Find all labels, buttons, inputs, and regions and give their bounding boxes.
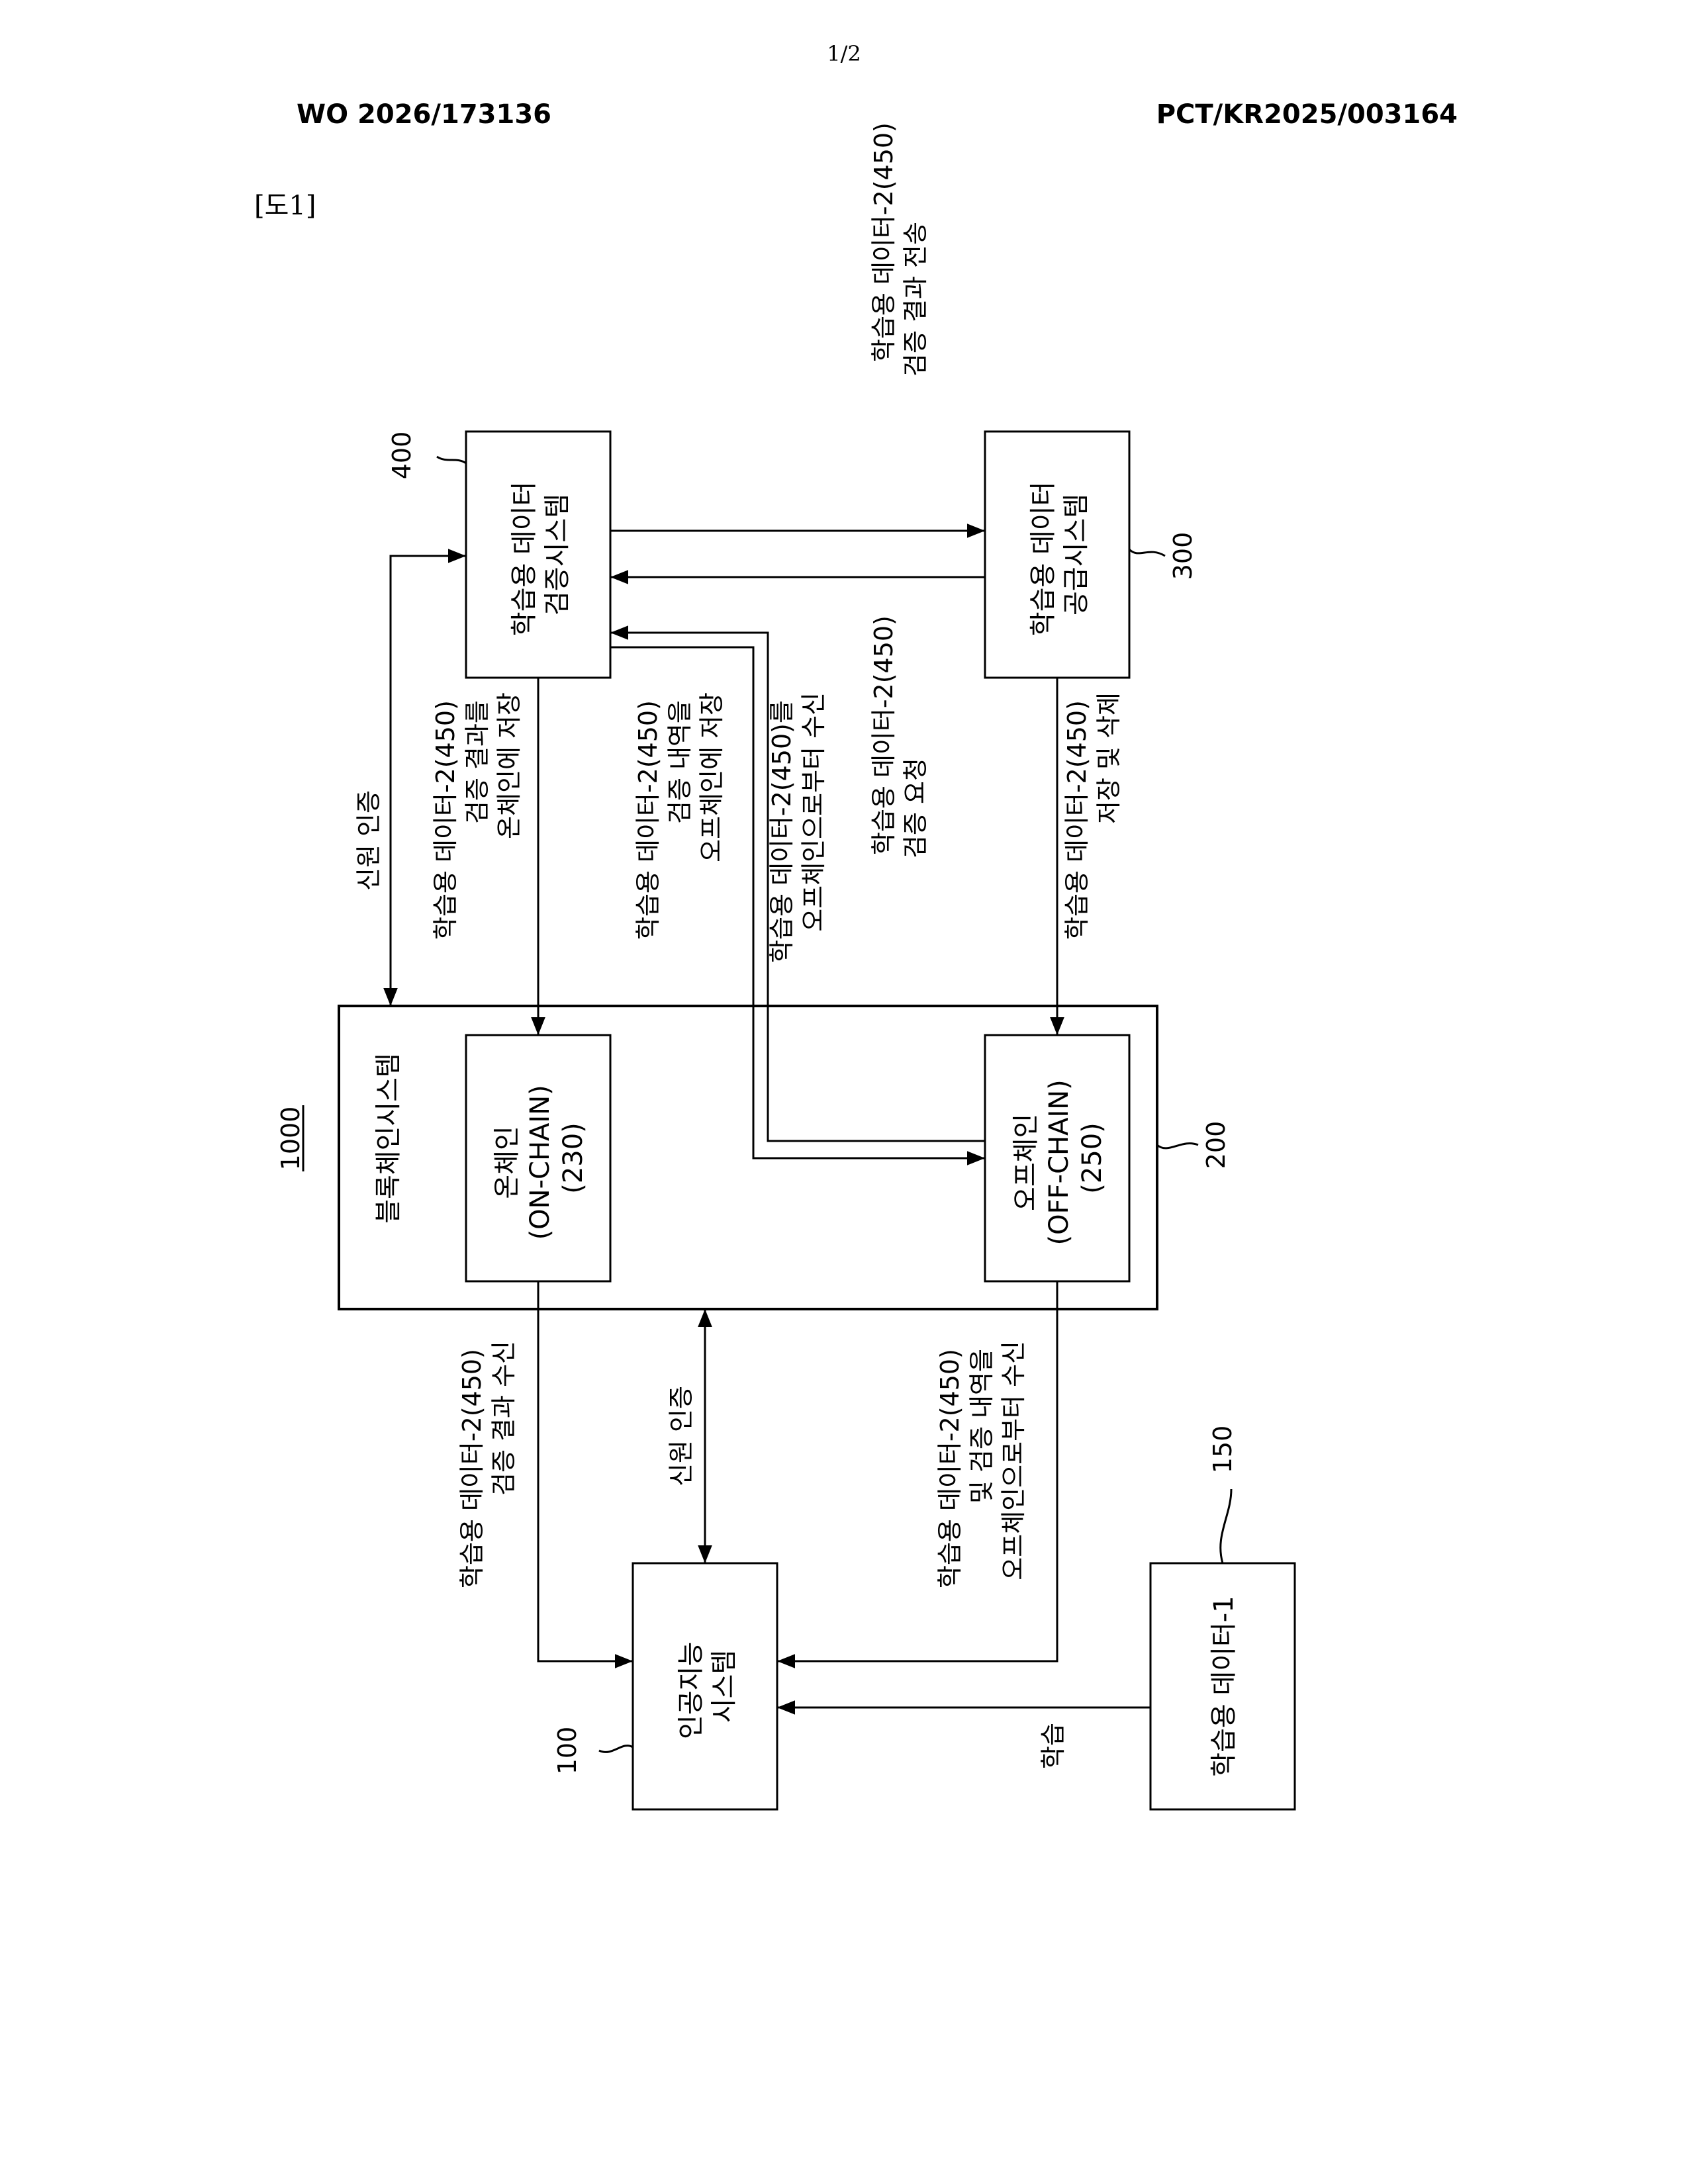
ref-100: 100	[553, 1727, 582, 1775]
label-receive-from-offchain: 학습용 데이터-2(450)를 오프체인으로부터 수신	[767, 692, 828, 963]
ref-1000: 1000	[276, 1107, 305, 1171]
supply-system-label: 학습용 데이터 공급시스템	[1028, 473, 1092, 636]
leader-150	[1221, 1489, 1231, 1563]
verification-system-label: 학습용 데이터 검증시스템	[509, 473, 573, 636]
ai-system-label: 인공지능 시스템	[676, 1633, 739, 1739]
blockchain-system-label: 블록체인시스템	[373, 1053, 404, 1224]
label-store-offchain: 학습용 데이터-2(450) 검증 내역을 오프체인에 저장	[633, 692, 726, 940]
ref-300: 300	[1168, 532, 1197, 580]
learning-data-1-label: 학습용 데이터-1	[1209, 1596, 1239, 1776]
label-send-result: 학습용 데이터-2(450) 검증 결과 전송	[869, 114, 930, 377]
arrow-receive-result	[538, 1281, 633, 1661]
label-identity-bottom: 신원 인증	[667, 1386, 696, 1486]
ref-150: 150	[1208, 1426, 1237, 1474]
label-verify-request: 학습용 데이터-2(450) 검증 요청	[869, 608, 930, 858]
label-learning: 학습	[1039, 1723, 1068, 1769]
leader-300	[1129, 549, 1165, 556]
label-receive-result: 학습용 데이터-2(450) 검증 결과 수신	[457, 1341, 518, 1588]
label-identity-top: 신원 인증	[354, 790, 383, 891]
ref-400: 400	[387, 432, 416, 480]
label-receive-history: 학습용 데이터-2(450) 및 검증 내역을 오프체인으로부터 수신	[935, 1341, 1028, 1588]
ref-200: 200	[1201, 1121, 1231, 1169]
leader-100	[599, 1746, 633, 1752]
label-store-delete: 학습용 데이터-2(450) 저장 및 삭제	[1062, 692, 1123, 940]
offchain-label: 오프체인 (OFF-CHAIN) (250)	[1011, 1071, 1107, 1246]
leader-400	[437, 457, 466, 463]
leader-200	[1157, 1144, 1198, 1148]
label-store-onchain: 학습용 데이터-2(450) 검증 결과를 온체인에 저장	[431, 692, 524, 940]
onchain-label: 온체인 (ON-CHAIN) (230)	[492, 1077, 588, 1240]
